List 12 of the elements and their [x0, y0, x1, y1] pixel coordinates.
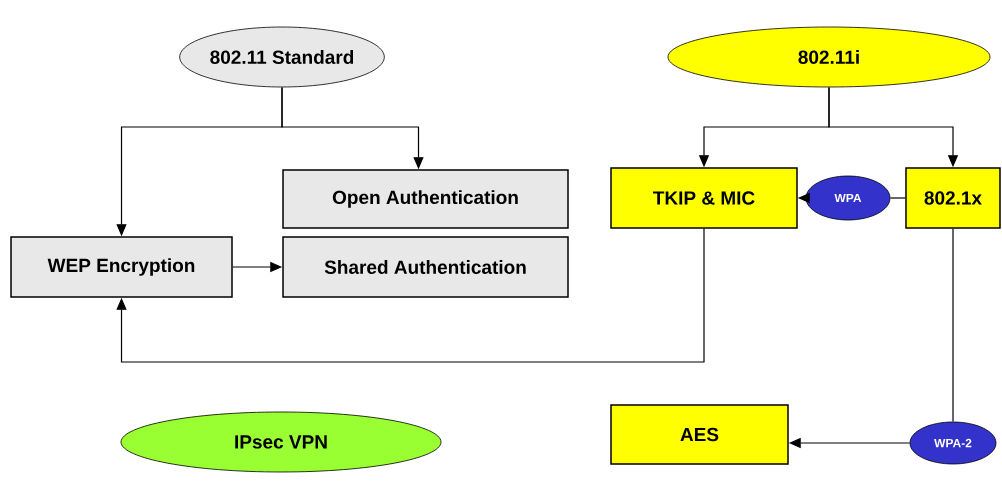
process-box: Shared Authentication [282, 236, 569, 298]
process-box: TKIP & MIC [610, 167, 798, 229]
process-box: AES [610, 404, 789, 465]
oval-node: 802.11 Standard [179, 26, 385, 88]
process-box: WEP Encryption [10, 236, 233, 298]
process-box: Open Authentication [282, 169, 569, 229]
oval-badge: WPA [805, 175, 891, 221]
oval-node: 802.11i [667, 26, 991, 88]
oval-node: IPsec VPN [120, 411, 442, 473]
connector-arrow [116, 228, 705, 363]
process-box: 802.1x [905, 167, 1001, 229]
oval-badge: WPA-2 [909, 421, 997, 465]
